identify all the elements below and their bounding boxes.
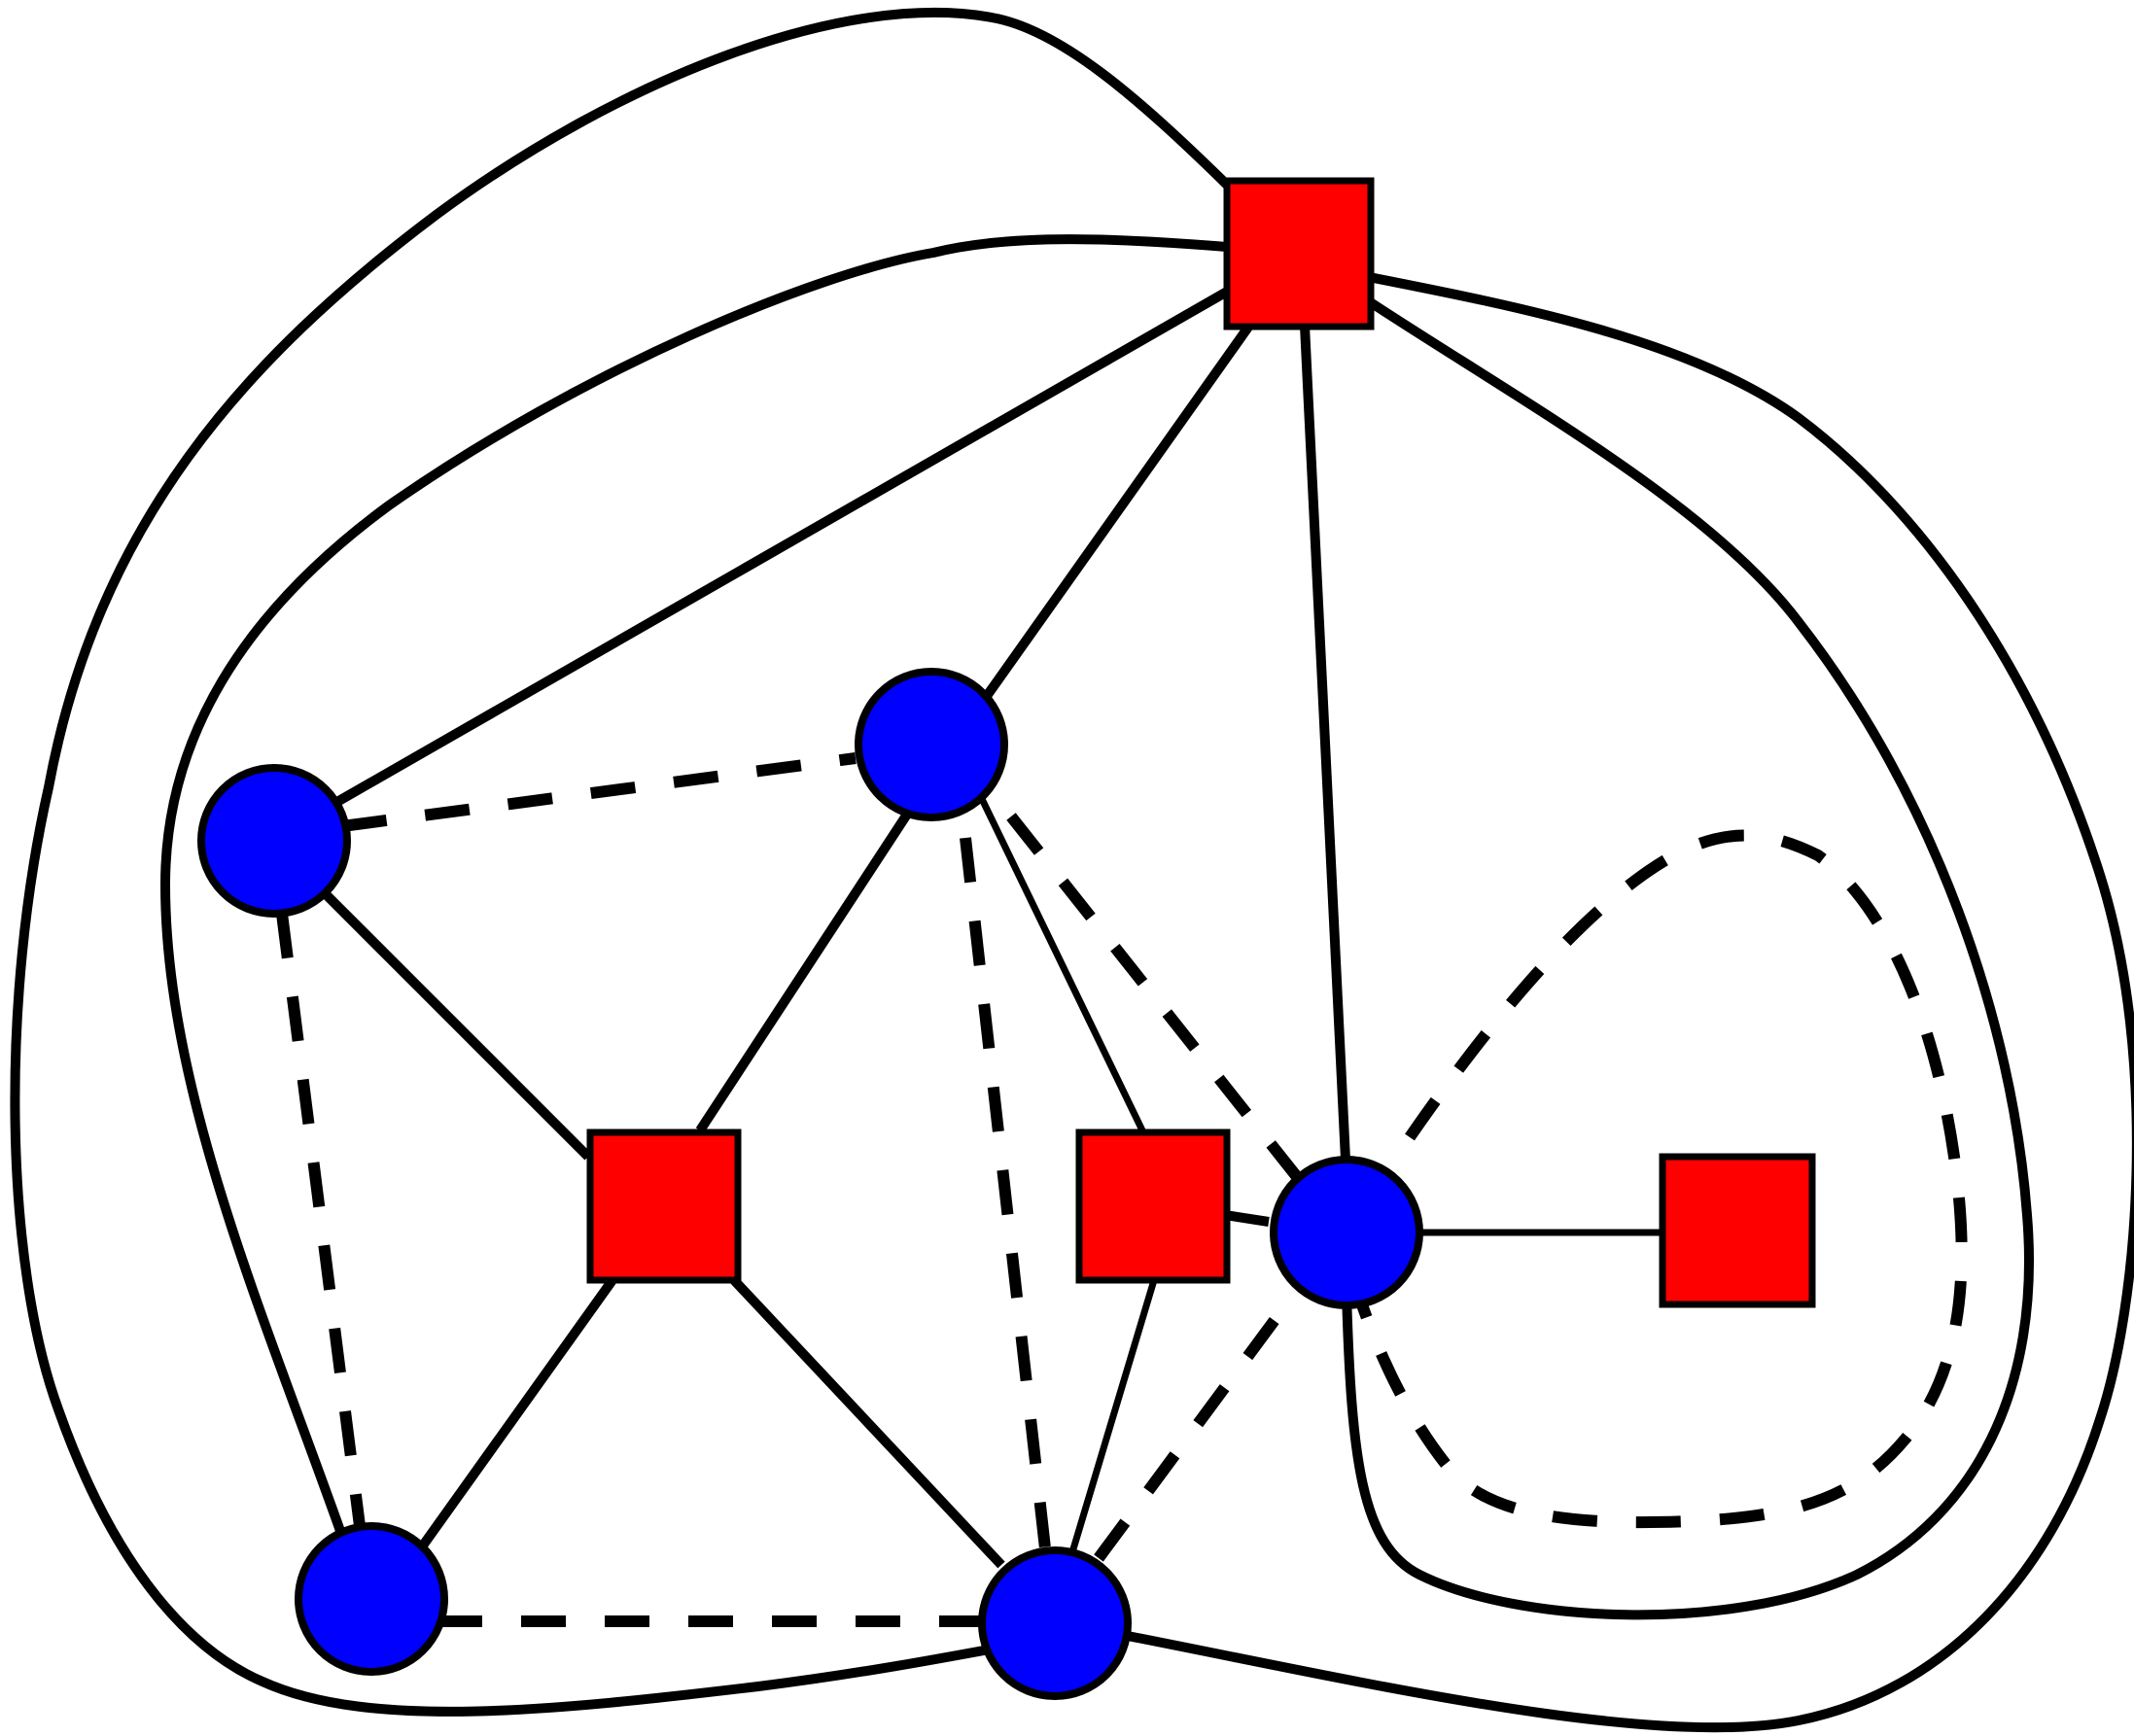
dashed-edge-circle-top-middle-to-circle-bottom-middle: [960, 837, 1051, 1549]
edge-square-top-to-circle-right-center: [1300, 325, 1350, 1161]
circle-node-bottom-left: [295, 1522, 448, 1676]
edge-square-center-left-to-circle-bottom-left: [418, 1277, 617, 1548]
circle-node-left-upper: [197, 764, 351, 918]
edge-square-center-left-to-circle-bottom-middle: [730, 1276, 1005, 1569]
square-node-right: [1659, 1153, 1816, 1308]
circle-node-right-center: [1270, 1156, 1423, 1309]
square-node-top: [1223, 177, 1375, 330]
circle-node-top-middle: [855, 668, 1008, 821]
edge-square-top-to-circle-bottom-left: [160, 234, 1228, 1533]
edge-circle-top-middle-to-square-center-left: [695, 801, 919, 1133]
nodes-layer: [197, 177, 1816, 1700]
edge-square-top-to-circle-left-upper: [332, 287, 1230, 808]
edge-square-top-to-circle-right-center-arc: [1342, 296, 2035, 1620]
edge-square-top-to-circle-top-middle: [982, 323, 1254, 699]
edges-layer: [10, 7, 2134, 1733]
dashed-edge-circle-bottom-middle-to-circle-right-center: [1094, 1282, 1305, 1562]
edge-square-top-to-circle-bottom-middle-outer-left: [10, 7, 1231, 1717]
edge-square-top-to-circle-bottom-middle-outer-right: [1127, 272, 2134, 1733]
edge-square-center-middle-to-circle-right-center: [1224, 1210, 1270, 1227]
square-node-center-middle: [1075, 1128, 1231, 1284]
edge-circle-left-upper-to-square-center-left: [317, 885, 592, 1161]
dashed-edge-circle-left-upper-to-circle-top-middle: [341, 752, 857, 832]
dashed-edge-circle-top-middle-to-circle-right-center: [1006, 813, 1303, 1182]
square-node-center-left: [586, 1128, 742, 1284]
circle-node-bottom-middle: [978, 1546, 1132, 1700]
dashed-edge-circle-right-center-loop: [1350, 829, 1968, 1529]
edge-circle-top-middle-to-square-center-middle: [978, 797, 1146, 1132]
edge-square-center-middle-to-circle-bottom-middle: [1068, 1278, 1158, 1554]
dashed-edge-circle-left-upper-to-circle-bottom-left: [276, 913, 366, 1527]
